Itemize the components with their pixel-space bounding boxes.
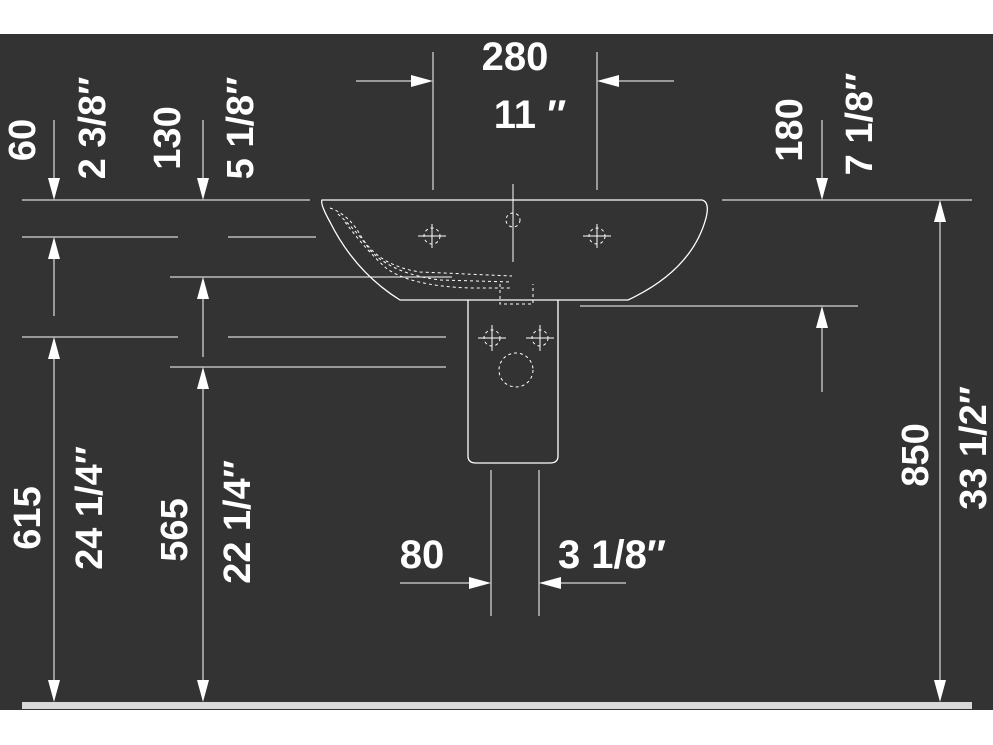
drawing-background: [0, 34, 993, 710]
top-width-in-label: 11 ″: [494, 93, 567, 137]
dim-130-mm-label: 130: [147, 106, 189, 169]
dim-180-mm-label: 180: [769, 98, 811, 161]
dim-565-mm-label: 565: [154, 498, 196, 561]
top-width-mm-label: 280: [482, 35, 549, 79]
dim-850-in-label: 33 1/2″: [953, 386, 993, 510]
floor-line: [22, 702, 972, 709]
dim-565-in-label: 22 1/4″: [217, 460, 259, 584]
dim-850-mm-label: 850: [895, 423, 937, 486]
dim-60-in-label: 2 3/8″: [72, 77, 114, 180]
dim-615-mm-label: 615: [7, 486, 49, 549]
dimension-arrows: [48, 75, 946, 702]
dim-615-in-label: 24 1/4″: [69, 446, 111, 570]
dim-130-in-label: 5 1/8″: [220, 77, 262, 180]
dim-80-in-label: 3 1/8″: [558, 533, 666, 577]
dim-180-in-label: 7 1/8″: [839, 73, 881, 176]
extension-lines: [22, 52, 972, 368]
basin-outline: [321, 184, 708, 305]
dim-60-mm-label: 60: [2, 119, 44, 161]
pedestal-outline: [467, 300, 559, 616]
dim-80-mm-label: 80: [400, 533, 445, 577]
